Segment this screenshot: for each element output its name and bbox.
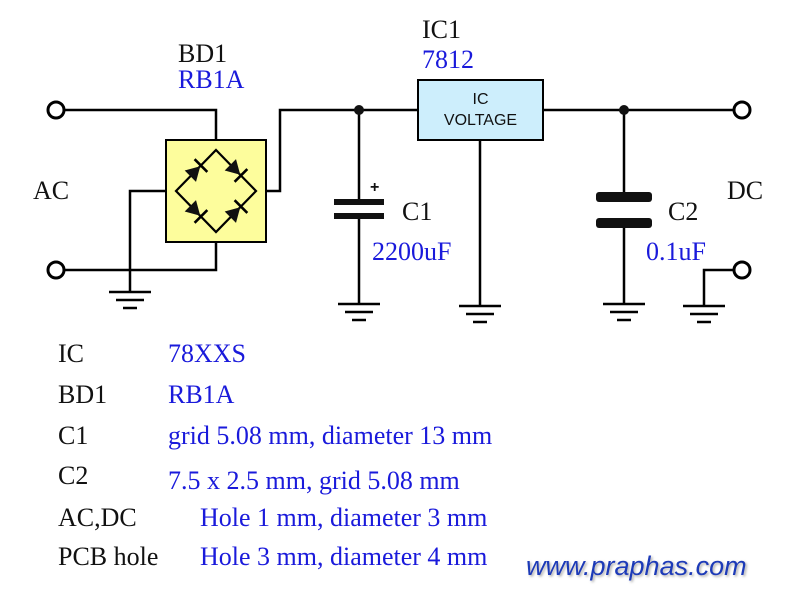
ic-body-line1: IC xyxy=(473,91,489,108)
parts-name: BD1 xyxy=(58,380,107,409)
diode-icon xyxy=(224,159,249,183)
c1-polarity: + xyxy=(370,179,379,196)
ground-icon xyxy=(338,302,380,322)
ic1-ref: IC1 xyxy=(422,15,461,44)
c1-value: 2200uF xyxy=(372,237,451,266)
parts-spec: RB1A xyxy=(168,380,235,409)
diode-icon xyxy=(224,199,249,223)
ground-icon xyxy=(459,304,501,324)
ic-body-line2: VOLTAGE xyxy=(444,112,517,129)
c1-ref: C1 xyxy=(402,197,432,226)
capacitor-c1: + xyxy=(334,179,384,219)
diode-icon xyxy=(184,200,209,224)
diode-icon xyxy=(184,158,209,182)
component-labels: BD1 RB1A IC1 7812 C1 2200uF C2 0.1uF AC … xyxy=(33,15,763,266)
watermark: www.praphas.com xyxy=(526,551,747,581)
ground-icon xyxy=(109,290,151,310)
parts-spec: grid 5.08 mm, diameter 13 mm xyxy=(168,421,492,450)
parts-spec: Hole 1 mm, diameter 3 mm xyxy=(200,503,487,532)
parts-spec: 7.5 x 2.5 mm, grid 5.08 mm xyxy=(168,466,460,495)
junction-c2 xyxy=(619,105,629,115)
ground-icon xyxy=(683,304,725,324)
parts-spec: Hole 3 mm, diameter 4 mm xyxy=(200,542,487,571)
parts-spec: 78XXS xyxy=(168,339,246,368)
parts-name: C2 xyxy=(58,461,88,490)
ic1-value: 7812 xyxy=(422,45,474,74)
ac-terminal-top xyxy=(46,100,66,120)
bd1-ref: BD1 xyxy=(178,39,227,68)
parts-name: AC,DC xyxy=(58,503,137,532)
terminals xyxy=(46,100,752,280)
dc-terminal-top xyxy=(732,100,752,120)
junctions xyxy=(354,105,629,115)
parts-table: IC 78XXS BD1 RB1A C1 grid 5.08 mm, diame… xyxy=(58,339,492,571)
ac-label: AC xyxy=(33,176,69,205)
wires xyxy=(65,108,733,306)
bridge-rectifier xyxy=(165,139,267,243)
c2-ref: C2 xyxy=(668,197,698,226)
parts-name: PCB hole xyxy=(58,542,158,571)
bd1-value: RB1A xyxy=(178,65,245,94)
dc-label: DC xyxy=(727,176,763,205)
parts-name: C1 xyxy=(58,421,88,450)
parts-name: IC xyxy=(58,339,84,368)
ground-icon xyxy=(603,302,645,322)
capacitor-c2 xyxy=(596,192,652,228)
dc-terminal-bottom xyxy=(732,260,752,280)
c2-value: 0.1uF xyxy=(646,237,706,266)
ac-terminal-bottom xyxy=(46,260,66,280)
voltage-regulator: IC VOLTAGE xyxy=(417,79,544,141)
junction-c1 xyxy=(354,105,364,115)
